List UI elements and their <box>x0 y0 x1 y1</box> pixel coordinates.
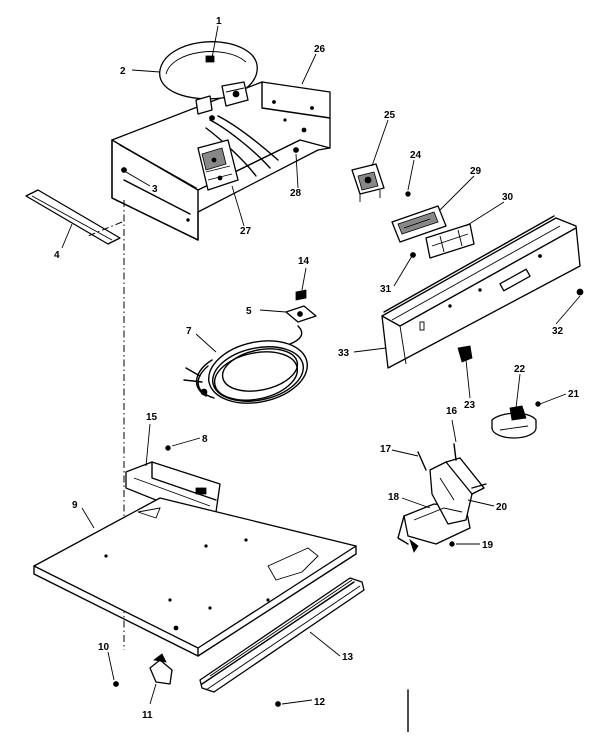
screw-icon <box>293 147 299 153</box>
callout-30: 30 <box>502 192 514 203</box>
callout-9: 9 <box>72 500 78 511</box>
screw-icon <box>165 445 171 451</box>
callout-26: 26 <box>314 44 326 55</box>
screw-icon <box>449 541 455 547</box>
callout-2: 2 <box>120 66 126 77</box>
callout-33: 33 <box>338 348 350 359</box>
screw-icon <box>121 167 127 173</box>
callout-27: 27 <box>240 226 252 237</box>
pin-part <box>453 443 457 461</box>
small-tab-part <box>149 653 173 685</box>
pin-part <box>417 451 427 471</box>
callout-29: 29 <box>470 166 482 177</box>
callout-7: 7 <box>186 326 192 337</box>
callout-10: 10 <box>98 642 110 653</box>
leader-lines <box>61 25 581 705</box>
terminal-block-part <box>197 139 239 191</box>
screw-icon <box>275 701 281 707</box>
callout-32: 32 <box>552 326 564 337</box>
screw-icon <box>405 191 411 197</box>
callout-22: 22 <box>514 364 526 375</box>
callout-18: 18 <box>388 492 400 503</box>
thermostat-body <box>195 81 249 115</box>
callout-14: 14 <box>298 256 310 267</box>
clip-part <box>285 289 317 323</box>
callout-16: 16 <box>446 406 458 417</box>
screw-icon <box>576 288 584 296</box>
callout-labels: 1 2 3 4 5 7 8 9 10 11 12 13 14 15 16 17 … <box>54 16 580 721</box>
callout-15: 15 <box>146 412 158 423</box>
callout-28: 28 <box>290 188 302 199</box>
mount-bracket-part <box>397 457 487 553</box>
trim-bar-part <box>25 189 121 245</box>
callout-24: 24 <box>410 150 422 161</box>
screw-icon <box>113 681 119 687</box>
callout-20: 20 <box>496 502 508 513</box>
callout-3: 3 <box>152 184 158 195</box>
callout-5: 5 <box>246 306 252 317</box>
callout-11: 11 <box>142 710 153 721</box>
callout-13: 13 <box>342 652 354 663</box>
bracket-part <box>425 223 475 259</box>
switch-part <box>391 205 447 243</box>
callout-12: 12 <box>314 697 326 708</box>
control-panel-part <box>381 215 581 369</box>
alignment-line <box>87 221 123 237</box>
internal-wiring <box>205 115 279 177</box>
callout-19: 19 <box>482 540 494 551</box>
callout-1: 1 <box>216 16 222 27</box>
callout-8: 8 <box>202 434 208 445</box>
knob-part <box>457 345 473 363</box>
floor-plate-part <box>33 497 357 657</box>
callout-23: 23 <box>464 400 476 411</box>
callout-25: 25 <box>384 110 396 121</box>
thermostat-part <box>491 405 537 439</box>
screw-icon <box>535 401 541 407</box>
rail-part <box>199 577 365 693</box>
relay-part <box>351 163 385 202</box>
callout-31: 31 <box>380 284 392 295</box>
floor-bracket-part <box>125 461 221 517</box>
callout-21: 21 <box>568 389 580 400</box>
callout-17: 17 <box>380 444 392 455</box>
callout-4: 4 <box>54 250 60 261</box>
coiled-cord-part <box>183 325 309 404</box>
